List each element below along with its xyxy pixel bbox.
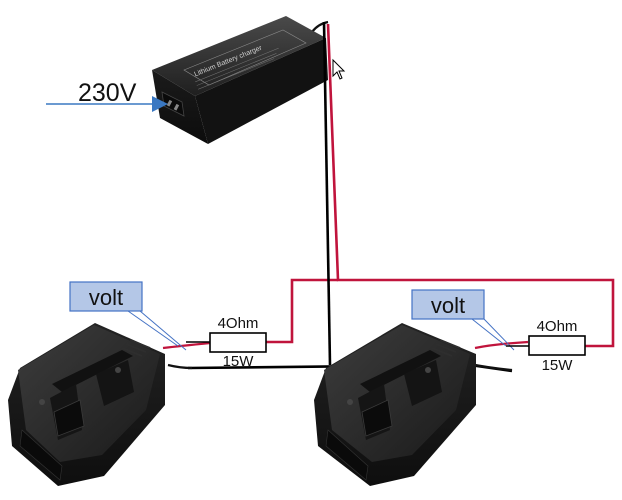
left-adapter-top [18,325,160,462]
adapter-label-panel [183,29,307,86]
left-resistor-body [209,332,267,353]
adapter-top-face [152,16,326,96]
right-volt-probe-a [471,318,507,347]
positive-left-branch [265,278,338,344]
input-voltage-label: 230V [78,79,137,107]
right-battery-adapter [314,323,529,486]
input-arrow [46,96,168,112]
left-adapter-rail [52,350,133,392]
mouse-cursor-icon [332,58,346,80]
right-load-resistor: 4Ohm 15W [506,318,586,374]
positive-main-run [326,23,615,348]
left-volt-probe-b [139,310,187,351]
left-volt-box [69,281,143,312]
right-volt-label: volt [431,293,465,318]
right-volt-probe-b [483,318,515,351]
left-volt-callout: volt [69,281,187,351]
right-resistance-label: 4Ohm [537,318,578,335]
ac-inlet [161,91,185,117]
left-volt-label: volt [89,285,123,310]
adapter-output-cable [311,20,329,33]
left-resistance-label: 4Ohm [218,315,259,332]
right-adapter-rail [360,350,441,392]
adapter-side-face [195,38,328,144]
negative-main-run [322,21,332,366]
left-battery-adapter [8,323,211,486]
power-adapter: Lithium Battery charger [152,16,329,144]
right-volt-callout: volt [411,289,515,351]
right-adapter-terminals [361,399,393,437]
right-volt-box [411,289,485,320]
left-load-resistor: 4Ohm 15W [186,315,267,370]
right-adapter-red-lead [474,340,529,350]
left-adapter-terminals [53,399,85,437]
right-power-label: 15W [542,357,574,374]
right-resistor-body [528,335,586,356]
left-power-label: 15W [223,353,255,370]
positive-wire [265,23,615,348]
left-volt-probe-a [127,310,179,347]
left-adapter-red-lead [162,341,211,350]
left-adapter-black-lead [167,363,193,370]
